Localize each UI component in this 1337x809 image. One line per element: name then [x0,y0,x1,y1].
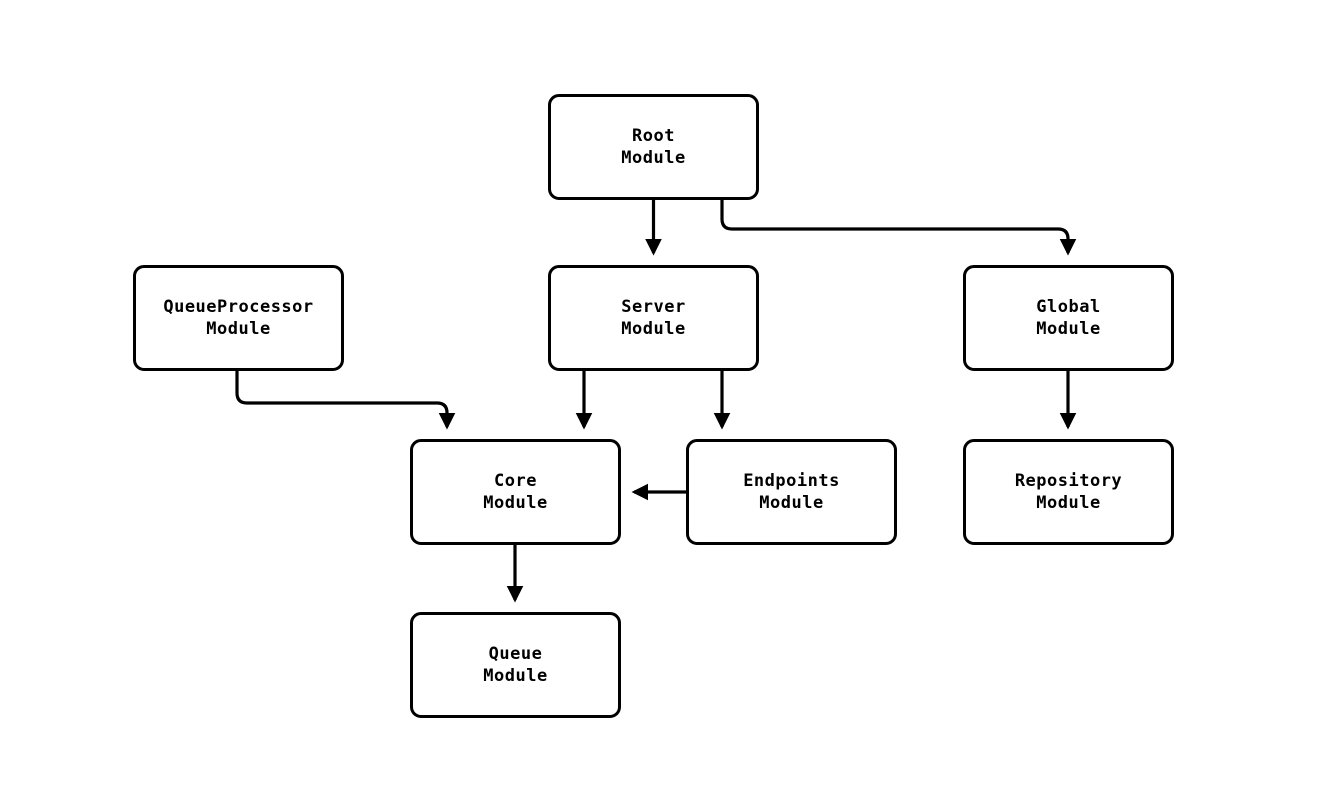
node-core[interactable]: Core Module [410,439,621,545]
node-repository-label-line1: Repository [1014,471,1123,491]
node-queueprocessor-label-line1: QueueProcessor [163,297,314,317]
node-queue-label-line1: Queue [488,644,543,664]
node-server-label-line1: Server [621,297,686,317]
node-repository-label-line2: Module [1036,493,1101,513]
node-global-label-line1: Global [1036,297,1101,317]
node-root-label-line2: Module [621,148,686,168]
node-server[interactable]: Server Module [548,265,759,371]
node-endpoints-label-line2: Module [759,493,824,513]
node-core-label-line1: Core [494,471,537,491]
edge-queueprocessor-to-core [235,371,456,430]
node-core-label-line2: Module [483,493,548,513]
node-queueprocessor-label-line2: Module [206,319,271,339]
node-queue[interactable]: Queue Module [410,612,621,718]
node-endpoints[interactable]: Endpoints Module [686,439,897,545]
node-queueprocessor[interactable]: QueueProcessor Module [133,265,344,371]
node-root-label-line1: Root [632,126,675,146]
node-server-label-line2: Module [621,319,686,339]
node-global-label-line2: Module [1036,319,1101,339]
node-queue-label-line2: Module [483,666,548,686]
node-root[interactable]: Root Module [548,94,759,200]
node-endpoints-label-line1: Endpoints [743,471,840,491]
node-repository[interactable]: Repository Module [963,439,1174,545]
node-global[interactable]: Global Module [963,265,1174,371]
edge-root-to-global [720,200,1077,256]
